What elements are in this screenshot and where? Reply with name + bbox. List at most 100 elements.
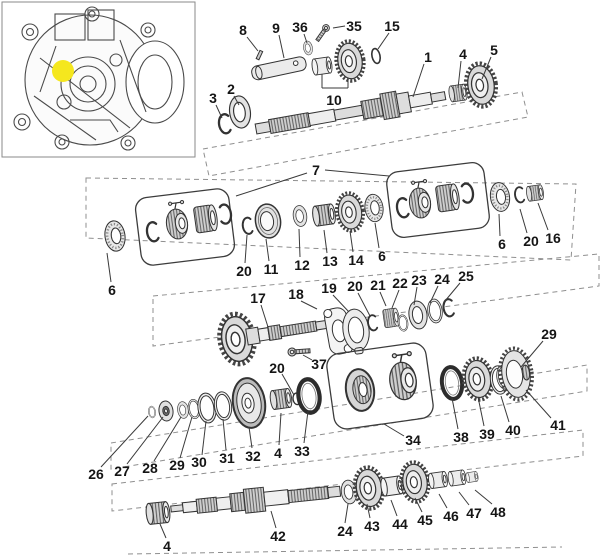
part-label-7: 7 [312,162,320,178]
leader-line-40 [500,395,510,423]
leader-line-6 [374,222,380,249]
part-label-20: 20 [236,263,252,279]
row-secondary-shaft [216,297,456,367]
part-label-17: 17 [250,290,266,306]
part-label-9: 9 [272,20,280,36]
part-label-4: 4 [274,445,282,461]
part-7-synchro-hub [162,199,191,241]
leader-line-20 [357,292,371,317]
part-label-8: 8 [239,22,247,38]
part-27-bearing [158,400,174,422]
part-label-32: 32 [245,448,261,464]
part-label-1: 1 [424,49,432,65]
leader-line-8 [246,36,259,52]
part-label-40: 40 [505,422,521,438]
part-8-pin [255,49,264,61]
part-label-37: 37 [311,356,327,372]
highlight-marker [52,60,74,82]
leader-line-36 [303,33,308,44]
part-38-ring [437,363,467,403]
leader-line-20 [281,373,295,396]
part-label-35: 35 [346,18,362,34]
part-label-20: 20 [269,360,285,376]
row-gear-pack [147,342,538,430]
part-label-41: 41 [550,417,566,433]
housing-drawing [13,6,185,151]
part-46-bushing [427,470,449,490]
leader-line-33 [303,410,309,444]
leader-line-30 [201,420,207,456]
leader-line-9 [278,34,285,59]
part-45-gear [396,458,434,506]
leader-line-29 [179,416,193,459]
leader-line-2 [233,95,240,106]
part-label-20: 20 [347,278,363,294]
part-label-11: 11 [264,261,279,277]
part-label-26: 26 [88,466,104,482]
part-4-needle-bearing [268,387,294,411]
leader-line-23 [413,286,418,306]
part-24-washer [425,297,445,325]
part-label-3: 3 [209,90,217,106]
part-label-42: 42 [270,528,286,544]
part-label-22: 22 [392,275,408,291]
part-34-synchro-assembly [326,342,434,430]
part-label-36: 36 [292,19,308,35]
part-label-24: 24 [337,523,353,539]
part-1-input-shaft [254,90,447,135]
leader-line-43 [366,503,371,519]
part-4-needle-bearing [144,500,172,526]
part-label-4: 4 [163,538,171,554]
part-13-needle-bearing [311,203,337,227]
leader-line-18 [300,300,318,310]
leader-line-35 [332,25,346,29]
part-label-38: 38 [453,429,469,445]
leader-line-38 [451,397,459,430]
leader-line-6 [498,213,501,237]
row-output-shaft [144,458,479,526]
leader-line-48 [474,489,493,505]
leader-line-19 [332,294,350,313]
part-label-47: 47 [466,505,482,521]
part-16-needle-bearing [525,184,545,202]
leader-line-28 [153,416,182,462]
part-label-23: 23 [411,272,427,288]
part-label-30: 30 [191,454,207,470]
part-label-4: 4 [459,46,467,62]
leader-line-26 [100,415,149,468]
leader-line-42 [270,510,277,529]
part-22-splined-gear [382,307,401,329]
part-7-synchro-assembly-left [134,188,236,266]
part-label-45: 45 [417,512,433,528]
part-48-bushing [465,470,479,484]
leader-line-24 [344,503,349,524]
part-10-gear [331,37,369,85]
leader-line-17 [260,304,269,328]
part-10-bushing [310,56,334,76]
leader-line-5 [481,56,492,80]
part-label-43: 43 [364,518,380,534]
part-label-21: 21 [370,277,386,293]
band-gear-pack-row [110,364,588,470]
part-label-6: 6 [378,248,386,264]
part-7-sliding-sleeve [192,203,220,234]
part-17-shaft [245,319,328,346]
part-label-14: 14 [348,252,364,268]
leader-line-15 [377,32,390,50]
part-label-24: 24 [434,271,450,287]
leader-line-25 [444,282,461,302]
part-label-6: 6 [498,236,506,252]
leader-line-4 [457,60,462,89]
part-15-circlip [370,47,382,65]
part-20-snap-ring [513,185,526,205]
part-7-snap-ring [459,181,476,205]
part-label-44: 44 [392,516,408,532]
part-label-28: 28 [142,460,158,476]
part-35-bolt [314,22,332,43]
part-7-snap-ring [144,220,161,244]
part-7-synchro-hub [405,178,434,220]
part-7-sliding-sleeve [434,182,462,213]
leader-line-6 [106,252,112,283]
leader-line-7 [235,172,308,197]
